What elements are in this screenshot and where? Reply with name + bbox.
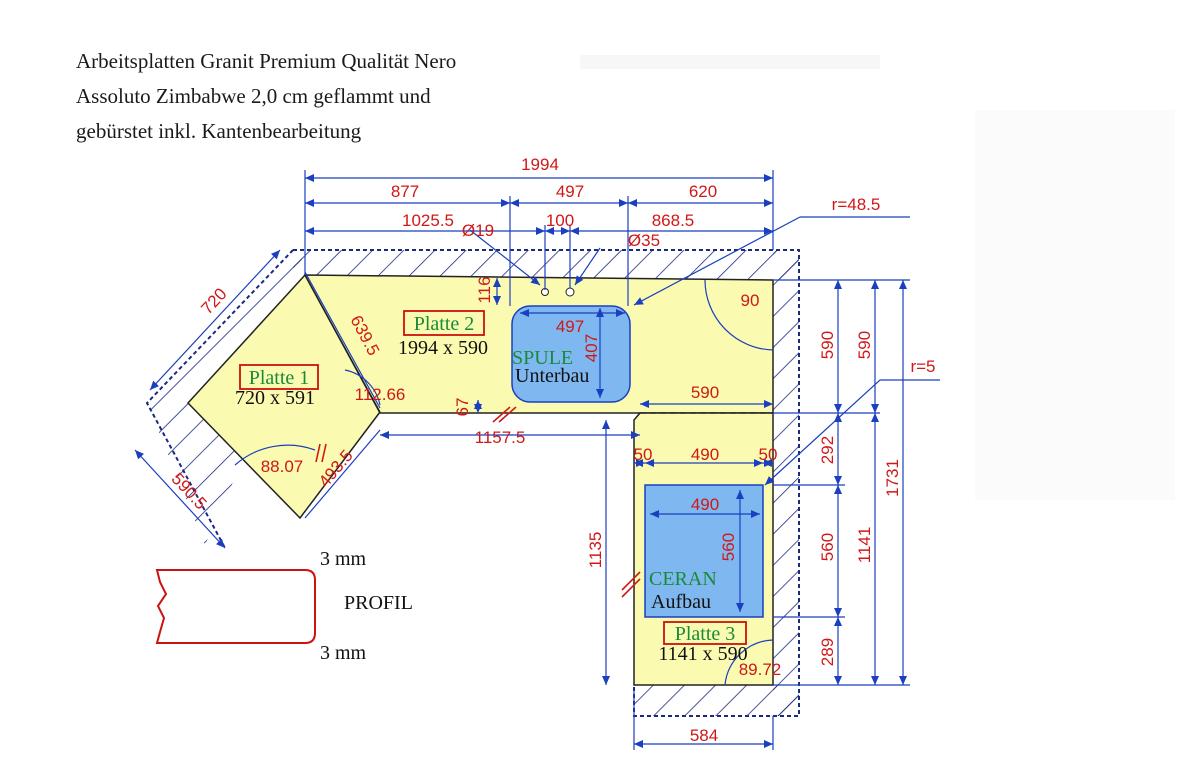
dim-584: 584	[690, 726, 718, 745]
dim-590-top: 590	[691, 383, 719, 402]
panel-3-name: Platte 3	[675, 623, 736, 645]
panel-3-size: 1141 x 590	[658, 643, 747, 665]
dim-116: 116	[475, 276, 494, 303]
panel-labels: Platte 1 720 x 591 Platte 2 1994 x 590 P…	[235, 310, 748, 665]
dim-868-5: 868.5	[652, 211, 695, 230]
dim-hole-19: Ø19	[462, 221, 494, 240]
dim-1157-5: 1157.5	[475, 428, 526, 447]
dim-hob-height: 560	[719, 533, 738, 561]
joint-markers	[315, 406, 641, 598]
dim-radius-5: r=5	[910, 357, 935, 376]
panel-1-label-box	[239, 364, 319, 390]
panel-3-label-box	[663, 621, 747, 645]
dim-100: 100	[546, 211, 574, 230]
dim-overall-width: 1994	[521, 155, 559, 174]
dim-hole-35: Ø35	[628, 231, 660, 250]
dim-sink-width: 497	[556, 317, 584, 336]
dim-50-right: 50	[759, 445, 778, 464]
dim-angle-88-07: 88.07	[261, 457, 304, 476]
dim-497-top: 497	[556, 182, 584, 201]
hob-name: CERAN	[649, 568, 717, 590]
dim-right-1141: 1141	[855, 527, 874, 564]
edge-profile-sketch: 3 mm PROFIL 3 mm	[155, 548, 413, 664]
profile-label: PROFIL	[344, 592, 413, 614]
panel-1-size: 720 x 591	[235, 387, 315, 409]
dim-67: 67	[453, 398, 472, 417]
dim-right-590-b: 590	[855, 331, 874, 359]
dim-1025-5: 1025.5	[402, 211, 454, 230]
dim-877: 877	[391, 182, 419, 201]
material-description: Arbeitsplatten Granit Premium Qualität N…	[76, 44, 456, 149]
dim-angle-90: 90	[741, 291, 760, 310]
panel-2-name: Platte 2	[414, 313, 475, 335]
panel-2-size: 1994 x 590	[398, 337, 488, 359]
dim-1135: 1135	[586, 532, 605, 569]
dim-620: 620	[689, 182, 717, 201]
dim-hob-width: 490	[691, 495, 719, 514]
caption-line-3: gebürstet inkl. Kantenbearbeitung	[76, 119, 362, 143]
dim-right-292: 292	[818, 436, 837, 464]
dim-sink-height: 407	[582, 334, 601, 362]
tap-hole-35	[565, 287, 575, 297]
dim-490: 490	[691, 445, 719, 464]
panel-1-name: Platte 1	[249, 367, 310, 389]
faded-background-block	[975, 110, 1175, 500]
sink-type: Unterbau	[515, 365, 589, 387]
profile-top-thickness: 3 mm	[320, 548, 367, 570]
dim-right-590-a: 590	[818, 331, 837, 359]
dim-right-1731: 1731	[883, 459, 902, 497]
dim-radius-48-5: r=48.5	[832, 195, 881, 214]
faded-background-text	[580, 55, 880, 69]
caption-line-1: Arbeitsplatten Granit Premium Qualität N…	[76, 49, 457, 73]
dim-50-left: 50	[634, 445, 653, 464]
hob-type: Aufbau	[651, 591, 711, 613]
dimension-lines	[134, 170, 940, 750]
dim-angle-112-66: 112.66	[355, 385, 406, 404]
caption-line-2: Assoluto Zimbabwe 2,0 cm geflammt und	[76, 84, 431, 108]
dim-angle-89-72: 89.72	[739, 660, 782, 679]
panel-2-label-box	[403, 310, 485, 336]
dim-right-289: 289	[818, 638, 837, 666]
dim-p1-720: 720	[197, 284, 230, 318]
dim-right-560: 560	[818, 533, 837, 561]
sink-name: SPULE	[512, 347, 573, 369]
profile-bottom-thickness: 3 mm	[320, 642, 367, 664]
